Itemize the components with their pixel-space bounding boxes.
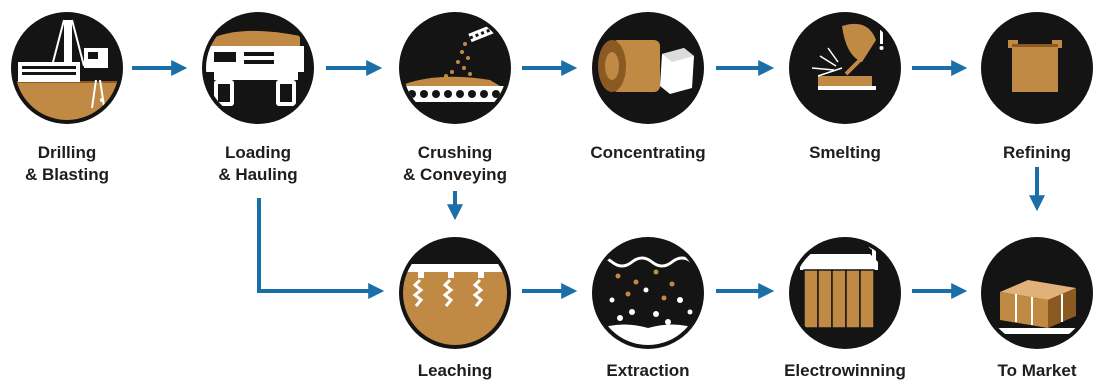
label-extraction: Extraction bbox=[568, 360, 728, 382]
arrow-loading-to-leaching bbox=[257, 198, 385, 299]
ball-mill-icon bbox=[592, 12, 704, 124]
label-leaching: Leaching bbox=[375, 360, 535, 382]
label-electrowinning: Electrowinning bbox=[765, 360, 925, 382]
solvent-extraction-icon bbox=[592, 237, 704, 349]
cathode-bundle-icon bbox=[981, 237, 1093, 349]
label-refining: Refining bbox=[957, 142, 1094, 164]
label-extraction-line1: Extraction bbox=[606, 361, 690, 380]
label-drilling-line1: Drilling bbox=[37, 143, 97, 162]
label-loading-line1: Loading bbox=[224, 143, 292, 162]
label-electrowinning-line1: Electrowinning bbox=[784, 361, 906, 380]
drill-rig-icon bbox=[11, 12, 123, 124]
label-loading: Loading & Hauling bbox=[178, 142, 338, 186]
leach-pad-icon bbox=[399, 237, 511, 349]
label-leaching-line1: Leaching bbox=[417, 361, 493, 380]
label-drilling: Drilling & Blasting bbox=[0, 142, 147, 186]
label-market-line1: To Market bbox=[997, 361, 1077, 380]
label-smelting-line1: Smelting bbox=[809, 143, 881, 162]
label-concentrating-line1: Concentrating bbox=[590, 143, 706, 162]
flow-arrows bbox=[132, 60, 1045, 299]
label-loading-line2: & Hauling bbox=[218, 165, 298, 184]
label-concentrating: Concentrating bbox=[568, 142, 728, 164]
label-smelting: Smelting bbox=[765, 142, 925, 164]
label-refining-line1: Refining bbox=[1003, 143, 1071, 162]
label-crushing-line2: & Conveying bbox=[403, 165, 507, 184]
ladle-pour-icon bbox=[789, 12, 901, 124]
conveyor-icon bbox=[399, 12, 511, 124]
haul-truck-icon bbox=[202, 12, 314, 124]
cathode-tank-icon bbox=[789, 237, 901, 349]
label-market: To Market bbox=[957, 360, 1094, 382]
label-crushing-line1: Crushing bbox=[417, 143, 493, 162]
anode-plate-icon bbox=[981, 12, 1093, 124]
label-drilling-line2: & Blasting bbox=[24, 165, 110, 184]
label-crushing: Crushing & Conveying bbox=[375, 142, 535, 186]
